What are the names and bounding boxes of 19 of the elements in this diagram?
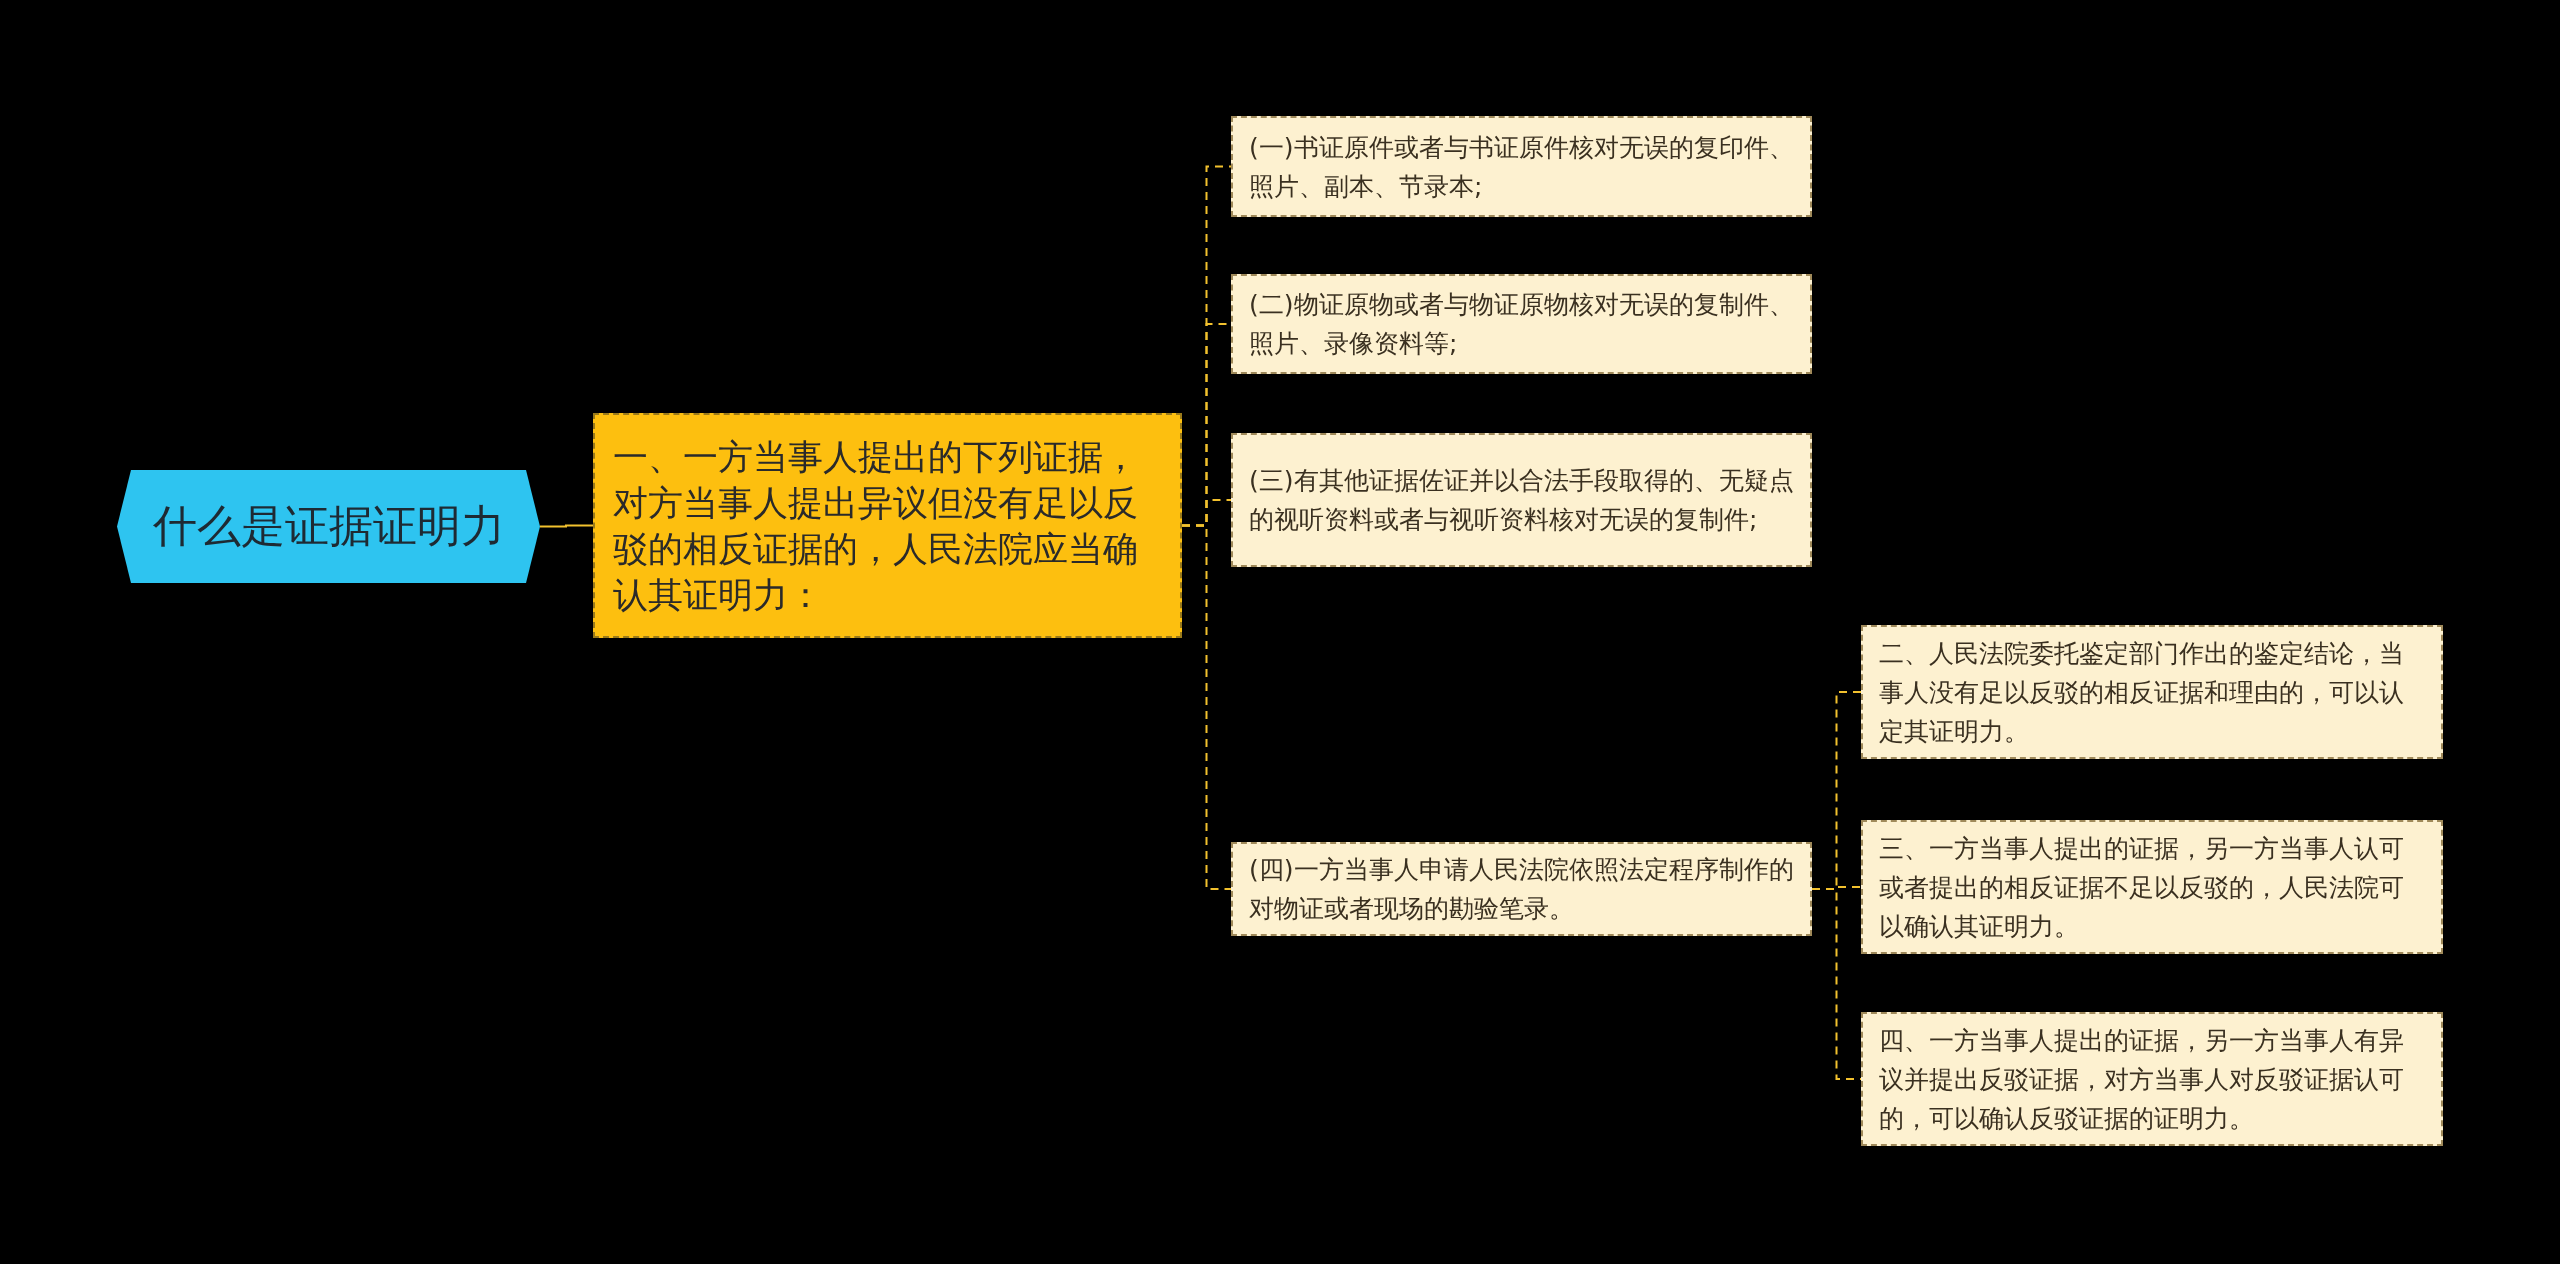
connector-line <box>539 524 594 528</box>
topic-text: 二、人民法院委托鉴定部门作出的鉴定结论，当事人没有足以反驳的相反证据和理由的，可以认定其证明力。 <box>1879 637 2405 748</box>
topic-box <box>593 413 1182 638</box>
note-box <box>1861 625 2443 759</box>
topic-text: (四)一方当事人申请人民法院依照法定程序制作的对物证或者现场的勘验笔录。 <box>1249 854 1794 925</box>
note-box <box>1861 1012 2443 1146</box>
topic-text: 什么是证据证明力 <box>152 499 505 553</box>
note-box <box>1231 274 1812 374</box>
topic-text: 三、一方当事人提出的证据，另一方当事人认可或者提出的相反证据不足以反驳的，人民法院可以确认其证明力。 <box>1879 832 2405 943</box>
topic-text: 一、一方当事人提出的下列证据，对方当事人提出异议但没有足以反驳的相反证据的，人民法院应当确认其证明力： <box>613 435 1139 617</box>
topic-text: (二)物证原物或者与物证原物核对无误的复制件、照片、录像资料等; <box>1249 289 1794 360</box>
connector-line <box>1181 524 1232 890</box>
note-box <box>1231 116 1812 217</box>
topic-text: (一)书证原件或者与书证原件核对无误的复印件、照片、副本、节录本; <box>1249 131 1794 203</box>
note-box <box>1231 433 1812 567</box>
note-box <box>1861 820 2443 954</box>
note-box <box>1231 842 1812 936</box>
topic-text: 四、一方当事人提出的证据，另一方当事人有异议并提出反驳证据，对方当事人对反驳证据认可的，可以确认反驳证据的证明力。 <box>1879 1024 2405 1135</box>
topic-text: (三)有其他证据佐证并以合法手段取得的、无疑点的视听资料或者与视听资料核对无误的复制件; <box>1249 465 1794 536</box>
